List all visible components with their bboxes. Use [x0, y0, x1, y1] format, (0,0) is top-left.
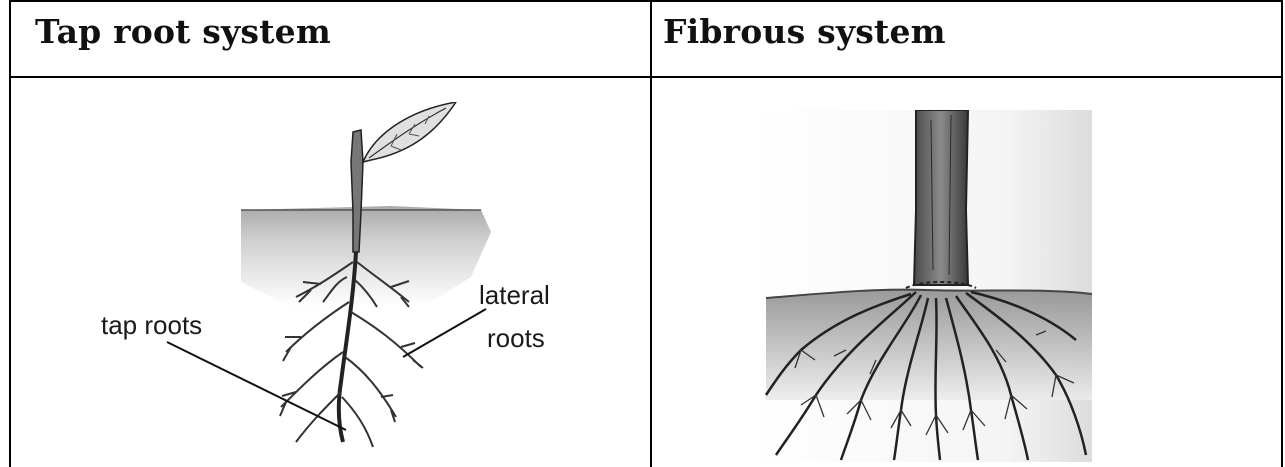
- taproot-header: Tap root system: [35, 12, 331, 51]
- fibrous-illustration: [756, 110, 1092, 462]
- tap-roots-label: tap roots: [101, 310, 202, 340]
- lateral-roots-label-line1: lateral: [479, 280, 550, 310]
- column-divider: [650, 2, 652, 467]
- taproot-illustration: tap roots lateral roots: [91, 102, 611, 462]
- fibrous-header: Fibrous system: [663, 12, 946, 51]
- comparison-table: Tap root system Fibrous system: [9, 0, 1283, 467]
- lateral-roots-label-line2: roots: [487, 323, 545, 353]
- header-divider: [11, 76, 1281, 78]
